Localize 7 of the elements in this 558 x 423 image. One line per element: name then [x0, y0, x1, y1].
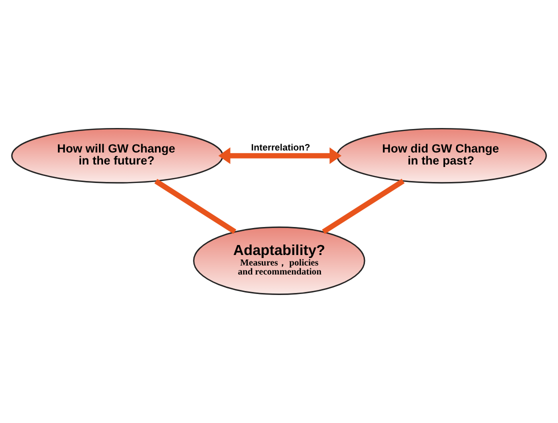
connector [154, 178, 236, 234]
node-ellipse: Adaptability? Measures， policies and recommendation [193, 226, 366, 295]
connector [322, 178, 405, 234]
edge-label: Interrelation? [251, 142, 310, 153]
node-ellipse: How did GW Change in the past? [336, 128, 547, 184]
node-ellipse: How will GW Change in the future? [11, 128, 224, 184]
arrow [218, 147, 342, 164]
